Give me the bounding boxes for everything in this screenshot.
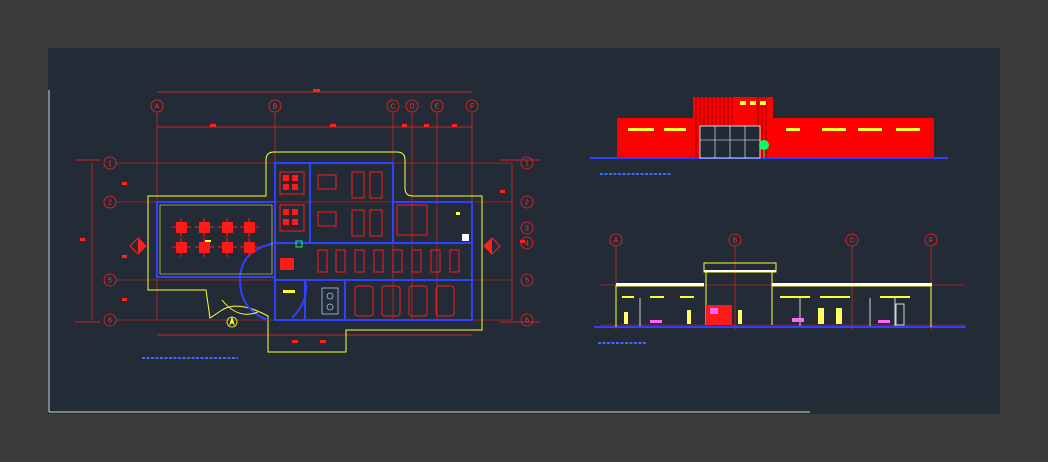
svg-text:5: 5 [108, 278, 112, 285]
axis-bubble-5: 5 [103, 273, 117, 287]
section-axis-bubble-F: F [924, 233, 938, 247]
svg-text:6: 6 [108, 318, 112, 325]
section-figures [624, 308, 842, 324]
axis-bubble-2: 2 [103, 195, 117, 209]
plan-upper-furniture-fill [283, 175, 298, 225]
section-axis-bubble-B: B [728, 233, 742, 247]
svg-text:F: F [470, 104, 474, 111]
svg-text:B: B [733, 238, 738, 245]
plan-row-axis-markers-right: 1 2 3 4 5 6 [520, 156, 534, 327]
svg-text:3: 3 [525, 226, 529, 233]
plan-counter-block [280, 258, 294, 270]
axis-bubble-F: F [465, 99, 479, 113]
axis-bubble-E: E [430, 99, 444, 113]
plan-entrance-curve [221, 299, 259, 315]
section-beams [622, 296, 910, 298]
plan-green-fixture [295, 240, 303, 248]
axis-bubble-4-right: 4 [520, 236, 534, 250]
axis-bubble-2-right: 2 [520, 195, 534, 209]
svg-text:E: E [435, 104, 440, 111]
plan-white-fixture [462, 234, 469, 241]
section-axis-bubble-C: C [845, 233, 859, 247]
section-slabs [616, 270, 932, 286]
plan-walls [156, 162, 473, 321]
plan-lower-stalls [354, 285, 455, 317]
elevation-left-block [617, 118, 697, 158]
plan-counter-seats [317, 249, 460, 273]
building-section[interactable]: A B C F [594, 233, 966, 344]
axis-bubble-5-right: 5 [520, 273, 534, 287]
axis-bubble-D: D [405, 99, 419, 113]
floor-plan[interactable]: A B C D E F 1 2 5 6 1 2 3 4 5 6 [75, 89, 540, 359]
plan-inner-outline [159, 204, 273, 275]
north-arrow-icon [226, 316, 238, 328]
front-elevation[interactable] [590, 97, 948, 175]
axis-bubble-B: B [268, 99, 282, 113]
svg-text:1: 1 [525, 161, 529, 168]
axis-bubble-C: C [386, 99, 400, 113]
axis-bubble-1: 1 [103, 156, 117, 170]
svg-text:F: F [929, 238, 933, 245]
section-furniture-magenta [650, 308, 890, 323]
axis-bubble-6-right: 6 [520, 313, 534, 327]
svg-text:D: D [409, 104, 414, 111]
svg-text:1: 1 [108, 161, 112, 168]
svg-text:4: 4 [525, 241, 529, 248]
svg-text:A: A [614, 238, 619, 245]
plan-dining-chairs [172, 218, 259, 257]
svg-text:2: 2 [108, 200, 112, 207]
section-axis-markers: A B C F [609, 233, 938, 247]
axis-bubble-A: A [150, 99, 164, 113]
axis-bubble-1-right: 1 [520, 156, 534, 170]
svg-text:B: B [273, 104, 278, 111]
section-marker-icon[interactable] [129, 237, 147, 255]
plan-restroom-fixtures [321, 287, 339, 315]
axis-bubble-6: 6 [103, 313, 117, 327]
section-marker-icon-right[interactable] [483, 237, 501, 255]
plan-dimension-ticks [80, 89, 525, 343]
svg-text:C: C [849, 238, 854, 245]
section-red-element [706, 305, 732, 325]
svg-text:A: A [155, 104, 160, 111]
plan-yellow-marks [205, 212, 460, 293]
plan-column-axis-markers: A B C D E F [150, 99, 479, 113]
svg-text:5: 5 [525, 278, 529, 285]
plan-upper-furniture [279, 171, 428, 237]
svg-text:C: C [390, 104, 395, 111]
plan-building-outline[interactable] [147, 151, 483, 353]
elevation-windows [628, 101, 920, 131]
section-interior-lines [639, 298, 905, 326]
model-space[interactable] [48, 48, 1000, 414]
plan-row-axis-markers-left: 1 2 5 6 [103, 156, 117, 327]
elevation-tree [759, 140, 769, 158]
svg-text:6: 6 [525, 318, 529, 325]
section-axis-bubble-A: A [609, 233, 623, 247]
elevation-entrance [699, 125, 761, 159]
svg-text:2: 2 [525, 200, 529, 207]
elevation-right-block [770, 118, 934, 158]
axis-bubble-3-right: 3 [520, 221, 534, 235]
